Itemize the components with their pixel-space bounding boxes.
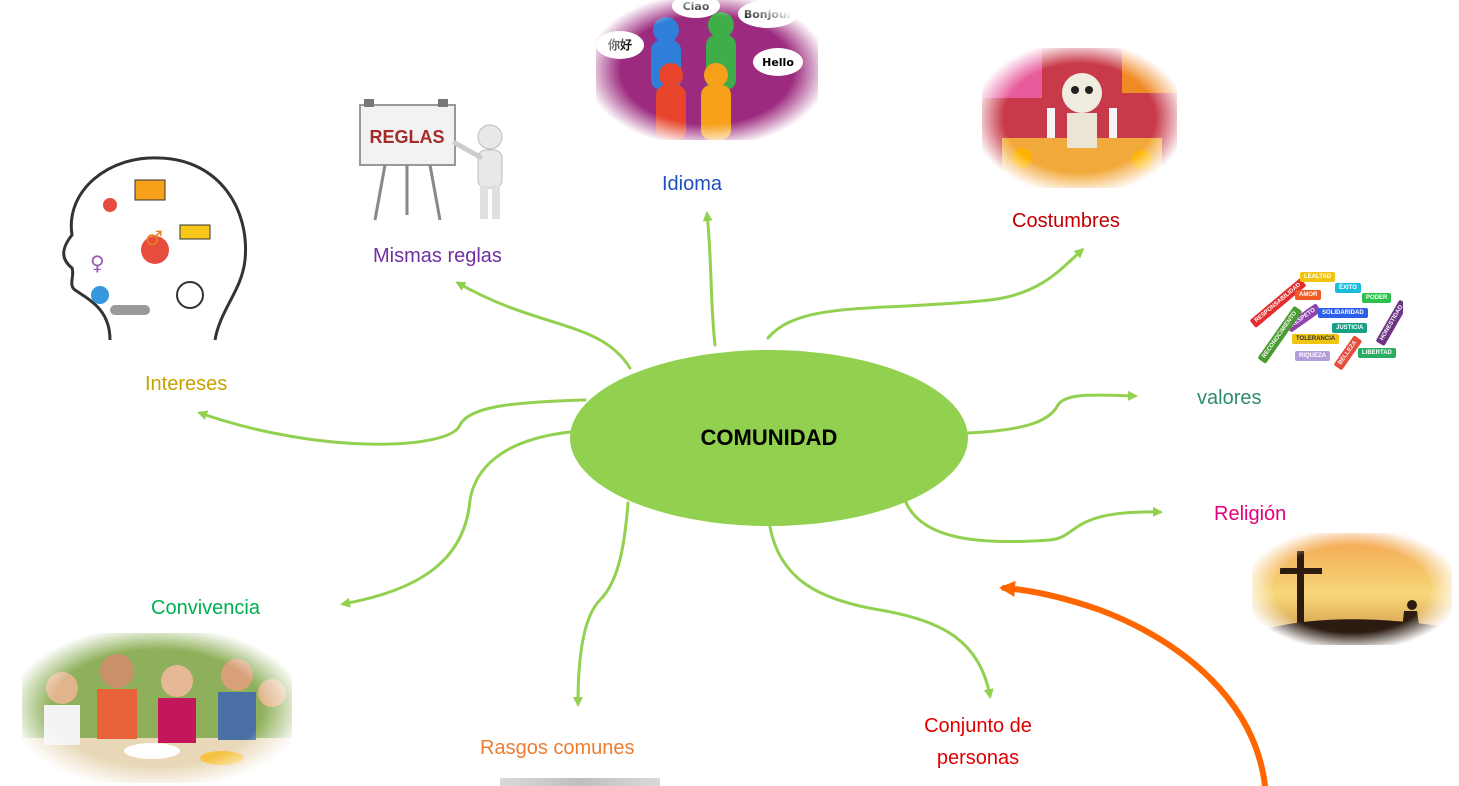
rasgos-image-partial	[500, 778, 660, 786]
label-conjunto-line2: personas	[936, 747, 1020, 769]
valores-image: RESPONSABILIDAD LEALTAD AMOR ÉXITO PODER…	[1240, 268, 1403, 373]
svg-text:♀: ♀	[90, 251, 105, 275]
bubble-nihao: 你好	[607, 37, 632, 52]
label-rasgos-comunes: Rasgos comunes	[480, 737, 635, 759]
connector-conjunto	[768, 525, 994, 699]
reglas-board-text: REGLAS	[369, 127, 444, 147]
label-intereses: Intereses	[145, 373, 228, 395]
intereses-image: ♂ ♀	[50, 150, 255, 350]
connector-religion	[903, 498, 1163, 544]
tag-amor: AMOR	[1295, 290, 1322, 300]
idioma-image: Ciao Bonjour 你好 Hello	[596, 0, 818, 140]
reglas-image: REGLAS	[350, 95, 525, 225]
connector-intereses	[197, 398, 587, 446]
connector-costumbres	[766, 247, 1085, 340]
center-label: COMUNIDAD	[700, 425, 838, 450]
center-node: COMUNIDAD	[570, 350, 968, 526]
tag-libertad: LIBERTAD	[1358, 348, 1396, 358]
tag-poder: PODER	[1362, 293, 1392, 303]
svg-text:♂: ♂	[145, 226, 163, 250]
tag-honestidad: HONESTIDAD	[1375, 299, 1403, 347]
tag-lealtad: LEALTAD	[1300, 272, 1336, 282]
tag-riqueza: RIQUEZA	[1295, 351, 1330, 361]
label-mismas-reglas: Mismas reglas	[373, 245, 502, 267]
label-costumbres: Costumbres	[1012, 210, 1120, 232]
tag-justicia: JUSTICIA	[1332, 323, 1368, 333]
tag-exito: ÉXITO	[1335, 283, 1361, 293]
convivencia-image	[22, 633, 292, 783]
bubble-bonjour: Bonjour	[744, 8, 793, 21]
connector-mismas-reglas	[455, 281, 632, 370]
religion-image	[1252, 533, 1452, 645]
label-conjunto-line1: Conjunto de	[924, 715, 1032, 737]
connector-convivencia	[340, 430, 572, 608]
costumbres-image	[982, 48, 1177, 188]
connector-idioma	[702, 211, 717, 347]
tag-solidaridad: SOLIDARIDAD	[1318, 308, 1368, 318]
label-convivencia: Convivencia	[151, 597, 260, 619]
tag-tolerancia: TOLERANCIA	[1292, 334, 1340, 344]
connector-valores	[966, 390, 1138, 435]
bubble-ciao: Ciao	[683, 0, 710, 13]
label-idioma: Idioma	[662, 173, 723, 195]
label-religion: Religión	[1214, 503, 1287, 525]
connector-rasgos-comunes	[573, 501, 630, 707]
label-valores: valores	[1197, 387, 1262, 409]
highlight-arrow	[999, 580, 1268, 786]
bubble-hello: Hello	[762, 56, 794, 69]
